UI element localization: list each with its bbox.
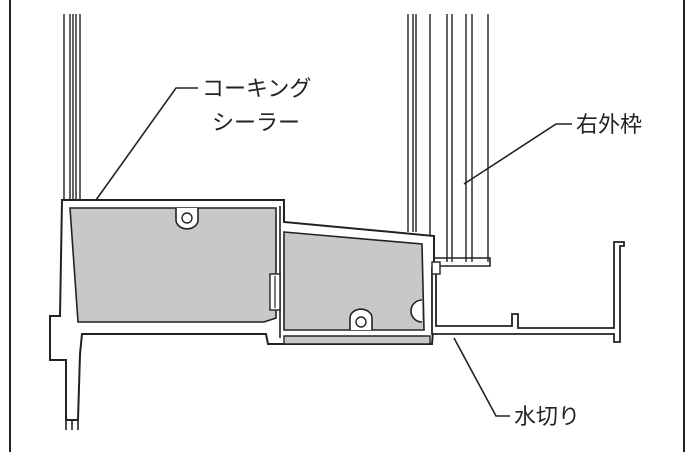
sill-bottom-strip bbox=[283, 335, 431, 345]
right-frame-lines bbox=[407, 14, 489, 262]
leader-lines bbox=[95, 87, 572, 417]
sill-right-fill bbox=[283, 231, 425, 331]
screw-boss-bottom bbox=[349, 308, 373, 330]
diagram-border bbox=[9, 0, 685, 457]
label-water-drip: 水切り bbox=[514, 405, 580, 430]
screw-boss-top bbox=[175, 208, 199, 230]
label-right-outer-frame: 右外枠 bbox=[576, 113, 642, 138]
bottom-legs bbox=[65, 420, 79, 430]
water-drip-profile bbox=[431, 241, 625, 343]
drip-clip bbox=[431, 261, 441, 275]
notch bbox=[410, 299, 423, 323]
sill-left-fill bbox=[69, 207, 277, 323]
label-caulking-line2: シーラー bbox=[212, 111, 300, 136]
right-frame-base bbox=[430, 257, 491, 267]
label-caulking-line1: コーキング bbox=[202, 77, 311, 102]
left-glass-lines bbox=[63, 14, 81, 200]
